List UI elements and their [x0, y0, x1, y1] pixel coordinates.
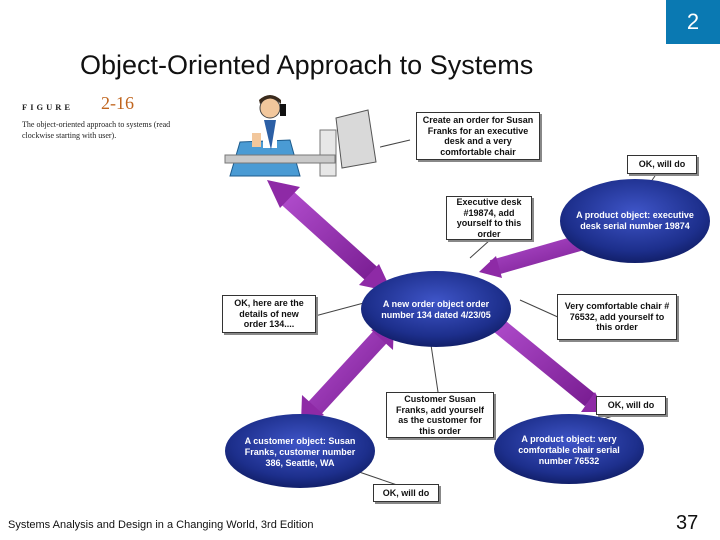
- figure-caption: The object-oriented approach to systems …: [22, 120, 171, 140]
- order-object: A new order object order number 134 date…: [381, 299, 491, 320]
- product-object-chair: A product object: very comfortable chair…: [518, 433, 620, 466]
- object-circle-order: [361, 271, 511, 347]
- message-ok-will-do-customer: OK, will do: [373, 484, 439, 502]
- message-ok-will-do-desk: OK, will do: [627, 155, 697, 174]
- figure-number: 2-16: [101, 93, 134, 113]
- slide-footer: Systems Analysis and Design in a Changin…: [8, 519, 314, 531]
- message-order-details: OK, here are the details of new order 13…: [222, 295, 316, 333]
- object-circle-desk: [560, 179, 710, 263]
- object-circle-chair: [494, 414, 644, 484]
- object-circle-customer: [225, 414, 375, 488]
- product-object-desk: A product object: executive desk serial …: [576, 210, 694, 231]
- message-ok-will-do-chair: OK, will do: [596, 396, 666, 415]
- arrow-order-customer: [301, 322, 394, 423]
- message-add-chair: Very comfortable chair # 76532, add your…: [557, 294, 677, 340]
- message-add-desk: Executive desk #19874, add yourself to t…: [446, 196, 532, 240]
- arrow-user-order: [267, 180, 392, 292]
- message-add-customer: Customer Susan Franks, add yourself as t…: [386, 392, 494, 438]
- slide-title: Object-Oriented Approach to Systems: [80, 50, 534, 80]
- chapter-number-tab: 2: [666, 0, 720, 44]
- customer-object: A customer object: Susan Franks, custome…: [244, 435, 356, 468]
- user-at-desk-illustration: [222, 95, 380, 177]
- callout-lines: [314, 139, 656, 487]
- page-number: 37: [676, 512, 699, 534]
- figure-label: FIGURE: [22, 102, 74, 112]
- message-create-order: Create an order for Susan Franks for an …: [416, 112, 540, 160]
